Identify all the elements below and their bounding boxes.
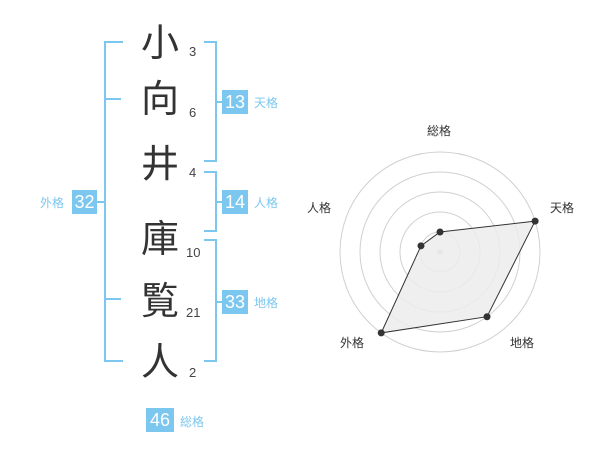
radar-axis-label-jinkaku: 人格 (307, 201, 332, 215)
soukaku-value: 46 (146, 408, 174, 432)
radar-axis-label-chikaku: 地格 (510, 336, 535, 350)
gaikaku-bracket (104, 41, 123, 362)
radar-polygon (380, 220, 536, 334)
soukaku-label: 総格 (180, 415, 205, 429)
radar-axis-label-soukaku: 総格 (427, 124, 452, 138)
name-char-3: 井 (141, 142, 180, 186)
stroke-count-3: 4 (189, 165, 197, 180)
gaikaku-connector (96, 201, 104, 203)
stroke-count-5: 21 (186, 305, 201, 320)
chikaku-value: 33 (222, 290, 248, 314)
gaikaku-bracket-tick-bottom (104, 298, 121, 300)
stroke-count-1: 3 (189, 44, 197, 59)
gaikaku-value: 32 (72, 190, 97, 214)
name-char-2: 向 (141, 77, 180, 121)
radar-point-3 (483, 313, 491, 321)
radar-point-1 (436, 228, 444, 236)
name-char-4: 庫 (141, 217, 180, 261)
radar-axis-label-gaikaku: 外格 (340, 336, 365, 350)
radar-point-2 (531, 217, 539, 225)
radar-point-5 (417, 242, 425, 250)
name-char-5: 覧 (141, 279, 180, 323)
gaikaku-label: 外格 (40, 196, 65, 210)
stroke-count-6: 2 (189, 365, 197, 380)
jinkaku-value: 14 (222, 190, 248, 214)
jinkaku-label: 人格 (254, 196, 279, 210)
gaikaku-bracket-tick-top (104, 98, 121, 100)
stroke-count-4: 10 (186, 245, 201, 260)
radar-point-4 (377, 329, 385, 337)
name-char-6: 人 (141, 340, 180, 384)
radar-axis-label-tenkaku: 天格 (550, 201, 575, 215)
jinkaku-connector (215, 201, 223, 203)
tenkaku-label: 天格 (254, 96, 279, 110)
stroke-count-2: 6 (189, 105, 197, 120)
name-char-1: 小 (141, 21, 180, 65)
chikaku-label: 地格 (254, 296, 279, 310)
radar-ring (339, 151, 541, 353)
tenkaku-connector (215, 101, 223, 103)
tenkaku-value: 13 (222, 90, 248, 114)
chikaku-bracket (204, 239, 217, 362)
chikaku-connector (215, 301, 223, 303)
